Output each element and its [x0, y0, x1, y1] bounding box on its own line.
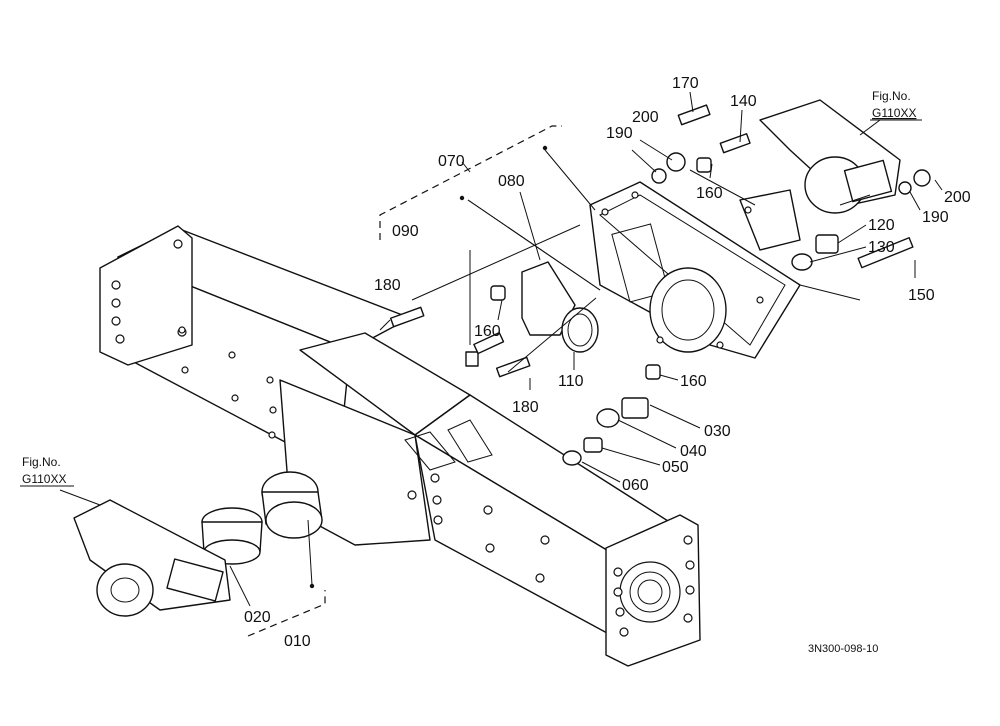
- group-070-bracket: [379, 125, 562, 240]
- label-110[interactable]: 110: [558, 373, 584, 390]
- label-190-right[interactable]: 190: [922, 209, 949, 226]
- label-060[interactable]: 060: [622, 477, 649, 494]
- part-200a-washer: [666, 152, 686, 172]
- part-140-bolt: [719, 133, 751, 154]
- label-120[interactable]: 120: [868, 217, 895, 234]
- label-020[interactable]: 020: [244, 609, 271, 626]
- label-070[interactable]: 070: [438, 153, 465, 170]
- part-170-bolt: [677, 104, 711, 126]
- label-190[interactable]: 190: [606, 125, 633, 142]
- label-160-mid[interactable]: 160: [474, 323, 501, 340]
- part-120-plug: [815, 234, 839, 254]
- part-160c-bushing: [645, 364, 661, 380]
- part-200b-washer: [913, 169, 931, 187]
- part-190b-washer: [898, 181, 912, 195]
- label-090[interactable]: 090: [392, 223, 419, 240]
- part-080-bracket: [521, 261, 576, 336]
- part-040-washer: [596, 408, 620, 428]
- ref-fig-label-bottom: Fig.No.: [22, 455, 61, 469]
- group-dots: [309, 145, 548, 589]
- part-090-bolt: [465, 331, 505, 367]
- label-040[interactable]: 040: [680, 443, 707, 460]
- ref-fig-label-top: Fig.No.: [872, 89, 911, 103]
- part-190a-washer: [651, 168, 667, 184]
- gear-case: [589, 181, 801, 359]
- label-080[interactable]: 080: [498, 173, 525, 190]
- part-160a-bushing: [490, 285, 506, 301]
- ref-bracket-top-right: [759, 99, 901, 214]
- label-160-right[interactable]: 160: [680, 373, 707, 390]
- part-160b-bushing: [696, 157, 712, 173]
- diagram-code: 3N300-098-10: [808, 643, 878, 655]
- label-170[interactable]: 170: [672, 75, 699, 92]
- label-150[interactable]: 150: [908, 287, 935, 304]
- ref-fig-number-bottom[interactable]: G110XX: [22, 472, 66, 486]
- label-180-bottom[interactable]: 180: [512, 399, 539, 416]
- axle-housing: [99, 225, 701, 667]
- part-060-washer: [562, 450, 582, 466]
- label-030[interactable]: 030: [704, 423, 731, 440]
- part-110-o-ring: [561, 307, 599, 353]
- label-010[interactable]: 010: [284, 633, 311, 650]
- leader-lines: [59, 91, 943, 607]
- part-180a-stud: [389, 306, 425, 328]
- part-050-plug: [583, 437, 603, 453]
- ref-fig-number-top[interactable]: G110XX: [872, 106, 916, 120]
- label-180-top[interactable]: 180: [374, 277, 401, 294]
- part-030-plug: [621, 397, 649, 419]
- part-020-bushing: [201, 507, 263, 565]
- ref-bracket-bottom-left: [73, 499, 231, 617]
- label-130[interactable]: 130: [868, 239, 895, 256]
- label-160-top[interactable]: 160: [696, 185, 723, 202]
- part-130-washer: [791, 253, 813, 271]
- group-010-bracket: [247, 590, 326, 637]
- label-050[interactable]: 050: [662, 459, 689, 476]
- label-200[interactable]: 200: [632, 109, 659, 126]
- label-200-right[interactable]: 200: [944, 189, 971, 206]
- label-140[interactable]: 140: [730, 93, 757, 110]
- part-150-bolt: [857, 237, 914, 269]
